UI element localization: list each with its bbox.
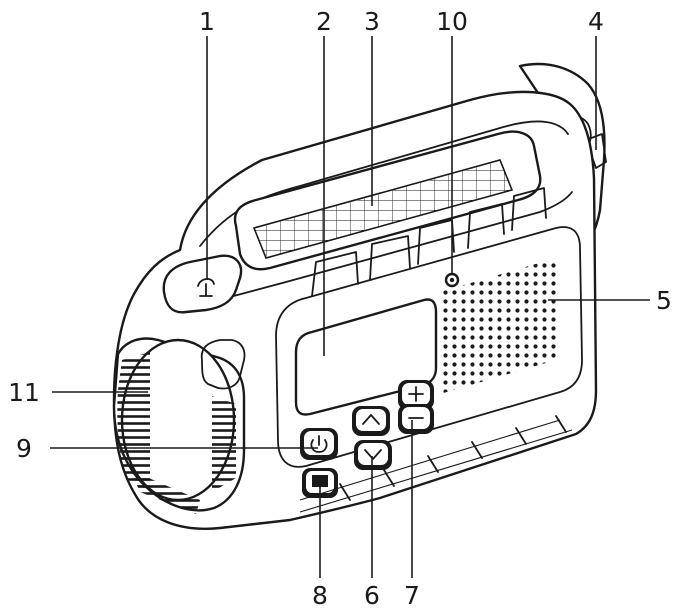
callout-label-10: 10 xyxy=(436,7,468,36)
lens-rib-grip xyxy=(117,352,150,492)
callout-label-1: 1 xyxy=(199,7,215,36)
callout-label-7: 7 xyxy=(404,581,420,610)
callout-label-5: 5 xyxy=(656,286,672,315)
speaker-grille xyxy=(440,258,556,394)
panel-tab xyxy=(467,203,505,249)
top-button[interactable] xyxy=(162,254,243,314)
chevron-down-icon xyxy=(364,449,382,460)
leader-lines xyxy=(50,36,650,578)
callout-label-2: 2 xyxy=(316,7,332,36)
callout-label-9: 9 xyxy=(16,434,32,463)
power-icon xyxy=(310,435,328,453)
base-edge xyxy=(299,419,573,513)
callout-label-8: 8 xyxy=(312,581,328,610)
callout-labels: 1 2 3 10 4 5 11 9 8 6 7 xyxy=(8,7,672,610)
callout-label-4: 4 xyxy=(588,7,604,36)
side-badge xyxy=(200,339,246,390)
callout-label-6: 6 xyxy=(364,581,380,610)
panel-tab xyxy=(417,219,455,265)
lens-lower-ribs xyxy=(130,470,200,514)
top-shell-ridge xyxy=(199,120,569,247)
chevron-up-icon xyxy=(362,414,380,425)
lens-rib-grip-right xyxy=(212,396,236,492)
mode-icon xyxy=(312,475,328,487)
front-face xyxy=(275,226,583,468)
panel-tab xyxy=(369,235,411,281)
top-button-icon xyxy=(197,278,215,297)
radio-device xyxy=(112,62,607,530)
panel-tab xyxy=(511,187,547,231)
plus-icon xyxy=(408,386,424,402)
panel-tab xyxy=(311,251,359,297)
callout-label-3: 3 xyxy=(364,7,380,36)
base-ribs xyxy=(339,415,567,501)
solar-panel xyxy=(252,159,514,259)
callout-label-11: 11 xyxy=(8,378,40,407)
